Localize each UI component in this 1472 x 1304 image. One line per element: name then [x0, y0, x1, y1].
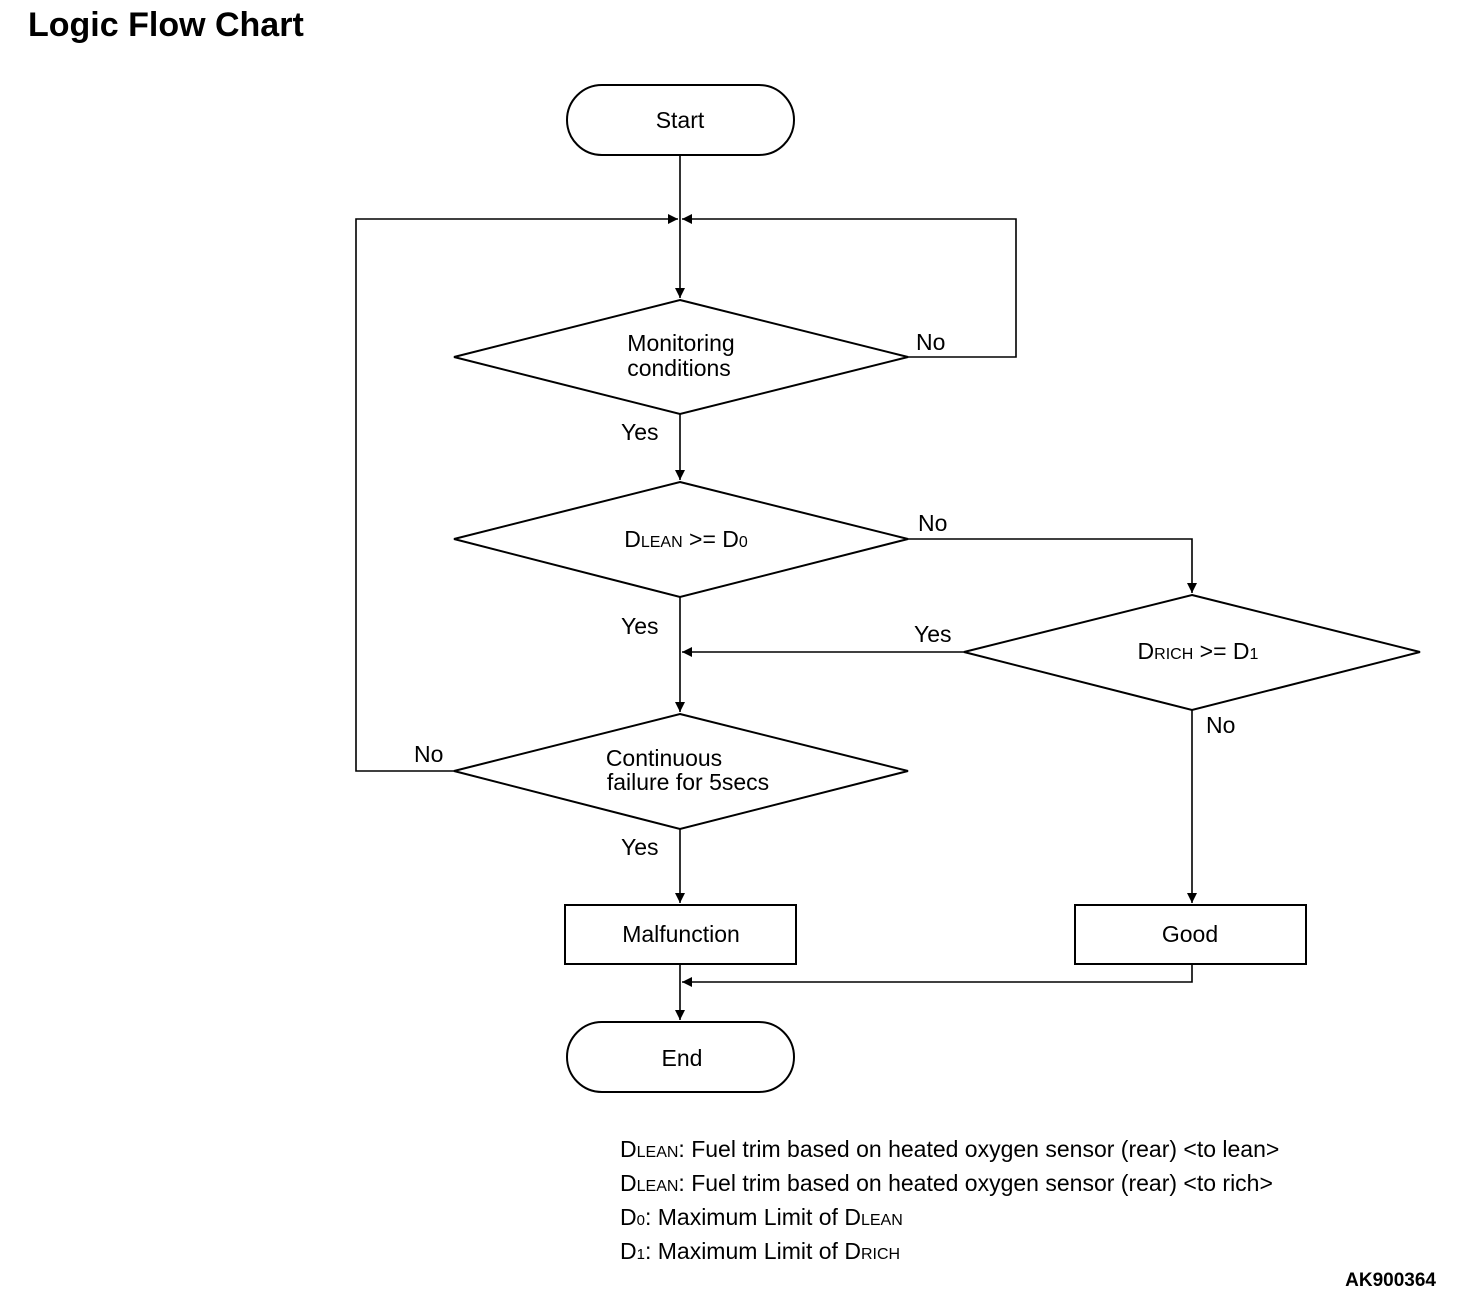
malfunction-box: Malfunction — [564, 904, 797, 965]
end-node: End — [566, 1021, 795, 1093]
monitoring-label-line1: Monitoring — [627, 330, 734, 356]
drich-label: DRICH >= D1 — [1138, 638, 1259, 664]
continuous-label-line2: failure for 5secs — [607, 769, 769, 795]
start-node: Start — [566, 84, 795, 156]
connector-monitoring-no-loop — [682, 214, 1017, 358]
page-title: Logic Flow Chart — [28, 6, 304, 44]
monitoring-yes-label: Yes — [621, 419, 659, 445]
dlean-label: DLEAN >= D0 — [624, 526, 748, 552]
legend-line-d1: D1: Maximum Limit of DRICH — [620, 1238, 901, 1264]
dlean-decision: DLEAN >= D0 — [453, 480, 909, 599]
monitoring-no-label: No — [916, 329, 945, 355]
drich-decision: DRICH >= D1 — [963, 593, 1421, 712]
dlean-yes-label: Yes — [621, 613, 659, 639]
legend-line-dlean-lean: DLEAN: Fuel trim based on heated oxygen … — [620, 1136, 1280, 1162]
monitoring-label-line2: conditions — [627, 355, 731, 381]
continuous-no-label: No — [414, 741, 443, 767]
good-label: Good — [1162, 921, 1218, 947]
drich-yes-label: Yes — [914, 621, 952, 647]
continuous-label-line1: Continuous — [606, 745, 722, 771]
start-label: Start — [656, 107, 705, 133]
malfunction-label: Malfunction — [622, 921, 740, 947]
legend-line-d0: D0: Maximum Limit of DLEAN — [620, 1204, 903, 1230]
connector-continuous-no-loop — [355, 214, 678, 772]
continuous-yes-label: Yes — [621, 834, 659, 860]
monitoring-decision: Monitoring conditions — [453, 298, 909, 416]
dlean-no-label: No — [918, 510, 947, 536]
connector-dlean-no-to-drich — [908, 538, 1197, 593]
connectors — [355, 155, 1197, 1020]
end-label: End — [662, 1045, 703, 1071]
good-box: Good — [1074, 904, 1307, 965]
drich-no-label: No — [1206, 712, 1235, 738]
figure-code: AK900364 — [1345, 1270, 1436, 1291]
continuous-decision: Continuous failure for 5secs — [453, 712, 909, 831]
connector-good-to-end — [682, 964, 1193, 987]
legend-line-dlean-rich: DLEAN: Fuel trim based on heated oxygen … — [620, 1170, 1273, 1196]
legend: DLEAN: Fuel trim based on heated oxygen … — [620, 1134, 1279, 1270]
